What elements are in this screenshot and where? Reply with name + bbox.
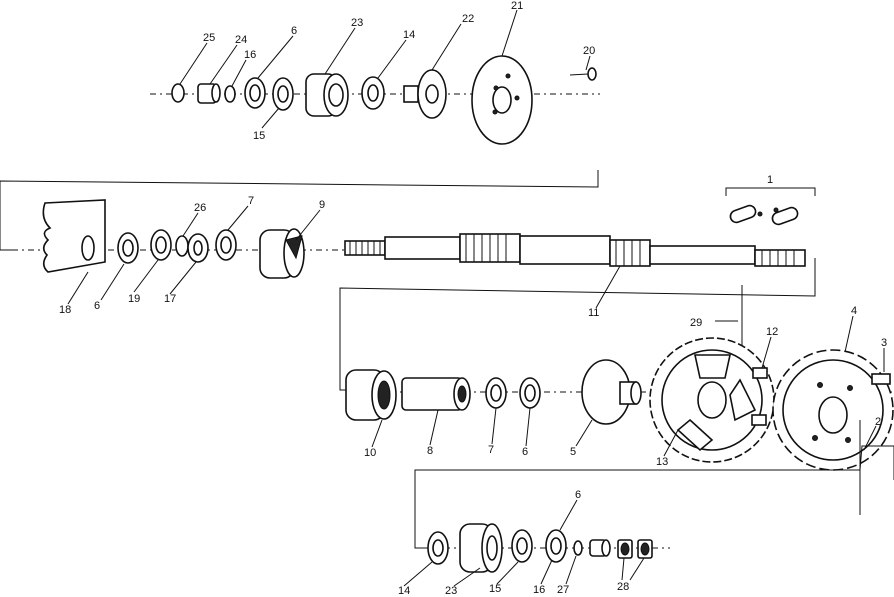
callout-labels: 25 24 16 6 23 14 22 21 20 15 1 26 7 9 18…	[59, 0, 887, 597]
label-5: 5	[570, 446, 576, 458]
label-8: 8	[427, 445, 433, 457]
nut-12b	[751, 414, 767, 426]
label-3: 3	[881, 337, 887, 349]
label-2: 2	[875, 416, 881, 428]
label-25: 25	[203, 32, 215, 44]
label-16: 16	[533, 584, 545, 596]
label-26: 26	[194, 202, 206, 214]
lower-row-assembly	[345, 285, 894, 515]
label-14: 14	[398, 585, 410, 597]
label-21: 21	[511, 0, 523, 12]
sprocket-13	[649, 337, 775, 463]
label-17: 17	[164, 293, 176, 305]
label-6: 6	[575, 489, 581, 501]
connector-bracket-middle	[339, 258, 816, 391]
label-18: 18	[59, 304, 71, 316]
label-22: 22	[462, 13, 474, 25]
label-15: 15	[489, 583, 501, 595]
o-ring-16b	[573, 540, 583, 556]
label-6: 6	[291, 25, 297, 37]
plate-18	[42, 199, 106, 273]
hub-22	[403, 85, 419, 103]
top-row-assembly	[150, 55, 600, 145]
label-15: 15	[253, 130, 265, 142]
label-20: 20	[583, 45, 595, 57]
bolt-20	[569, 73, 589, 76]
label-9: 9	[319, 199, 325, 211]
bracket-1	[725, 187, 816, 196]
middle-row-assembly	[12, 187, 816, 279]
label-12: 12	[766, 326, 778, 338]
chain-link-1	[729, 204, 799, 226]
label-1: 1	[767, 174, 773, 186]
sleeve-8	[401, 377, 463, 411]
label-4: 4	[851, 305, 857, 317]
leader-lines	[67, 9, 885, 587]
label-23: 23	[445, 585, 457, 597]
label-6: 6	[94, 300, 100, 312]
bolt-3	[871, 373, 891, 385]
label-7: 7	[248, 195, 254, 207]
o-ring-16a	[224, 85, 236, 103]
label-24: 24	[235, 34, 247, 46]
connector-bracket-top	[0, 170, 599, 251]
bottom-row-assembly	[427, 523, 670, 573]
label-6: 6	[522, 446, 528, 458]
axle-11	[344, 233, 806, 267]
label-14: 14	[403, 29, 415, 41]
label-23: 23	[351, 17, 363, 29]
label-16: 16	[244, 49, 256, 61]
label-28: 28	[617, 581, 629, 593]
ring-26	[175, 235, 189, 257]
label-11: 11	[588, 307, 599, 319]
label-27: 27	[557, 584, 569, 596]
label-29: 29	[690, 317, 702, 329]
label-10: 10	[364, 447, 376, 459]
nut-12a	[752, 367, 768, 379]
snap-ring-25	[171, 83, 185, 103]
label-13: 13	[656, 456, 668, 468]
sprocket-4	[772, 349, 894, 471]
label-19: 19	[128, 293, 140, 305]
label-7: 7	[488, 444, 494, 456]
connector-bracket-bottom	[414, 445, 894, 549]
